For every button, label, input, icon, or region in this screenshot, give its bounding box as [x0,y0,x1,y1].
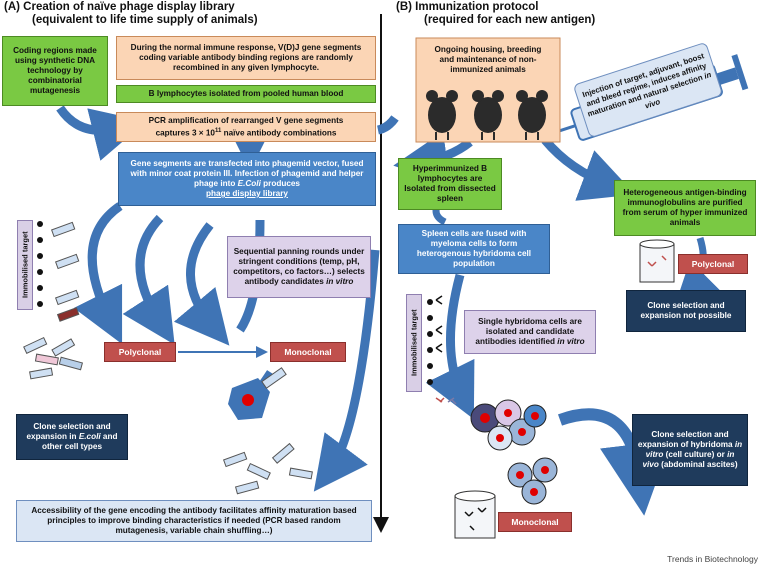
free-antibodies [435,397,457,405]
hybridoma-cell-cluster [470,399,547,451]
left-phages [50,221,80,322]
accessibility-box: Accessibility of the gene encoding the a… [16,500,372,542]
right-panel-title: (B) Immunization protocol (required for … [396,1,595,27]
right-target-dots [427,299,433,385]
expanded-phages [222,442,313,495]
polyclonal-tube [639,239,675,283]
right-monoclonal-label: Monoclonal [498,512,572,532]
right-title-line1: (B) Immunization protocol [396,1,539,13]
left-title-line1: (A) Creation of naïve phage display libr… [4,1,235,13]
panning-box: Sequential panning rounds under stringen… [227,236,371,298]
right-immobilised-target-label: Immobilised target [406,294,422,392]
hyperimmunized-box: Hyperimmunized B lymphocytes are Isolate… [398,158,502,210]
panning-arrow-3 [173,222,230,346]
polyclonal-phage-cluster [23,336,84,380]
clone-arrow-left [313,249,380,492]
heterogeneous-box: Heterogeneous antigen-binding immunoglob… [614,180,756,236]
left-monoclonal-label: Monoclonal [270,342,346,362]
monoclonal-tube [454,490,496,539]
housing-box: Ongoing housing, breeding and maintenanc… [434,45,542,74]
left-immobilised-target-label: Immobilised target [17,220,33,310]
clone-hybridoma-box: Clone selection and expansion of hybrido… [632,414,748,486]
panning-arrow-2 [122,214,175,345]
mouse-3 [516,90,548,140]
arrow-right-to-pcr [376,115,399,135]
left-title-line2: (equivalent to life time supply of anima… [32,14,258,26]
right-polyclonal-label: Polyclonal [678,254,748,274]
left-target-dots [37,221,43,307]
spleen-fused-box: Spleen cells are fused with myeloma cell… [398,224,550,274]
bacterium-with-phage [228,367,287,420]
mouse-2 [472,90,504,140]
mouse-1 [426,90,458,140]
panning-arrow-1 [73,202,123,345]
normal-response-box: During the normal immune response, V(D)J… [116,36,376,80]
expanded-hybridoma-cells [507,457,558,505]
single-hybridoma-box: Single hybridoma cells are isolated and … [464,310,596,354]
arrow-spleen-to-single [425,273,475,420]
clone-ecoli-box: Clone selection and expansion in E.coli … [16,414,128,460]
pcr-line2: captures 3 × 1011 naïve antibody combina… [155,127,337,138]
right-antibodies [435,295,443,353]
left-panel-title: (A) Creation of naïve phage display libr… [4,1,258,27]
footer-credit: Trends in Biotechnology [667,554,758,564]
b-lymphocytes-box: B lymphocytes isolated from pooled human… [116,85,376,103]
pcr-line1: PCR amplification of rearranged V gene s… [148,115,344,125]
pcr-amplification-box: PCR amplification of rearranged V gene s… [116,112,376,142]
coding-regions-box: Coding regions made using synthetic DNA … [2,36,108,106]
transfection-box: Gene segments are transfected into phage… [118,152,376,206]
right-title-line2: (required for each new antigen) [424,14,596,26]
arrow-hybridoma-to-clone [557,408,672,516]
clone-not-possible-box: Clone selection and expansion not possib… [626,290,746,332]
arrow-mice-to-heterogeneous [541,137,636,201]
arrow-coding-to-pcr [56,105,147,161]
left-polyclonal-label: Polyclonal [104,342,176,362]
